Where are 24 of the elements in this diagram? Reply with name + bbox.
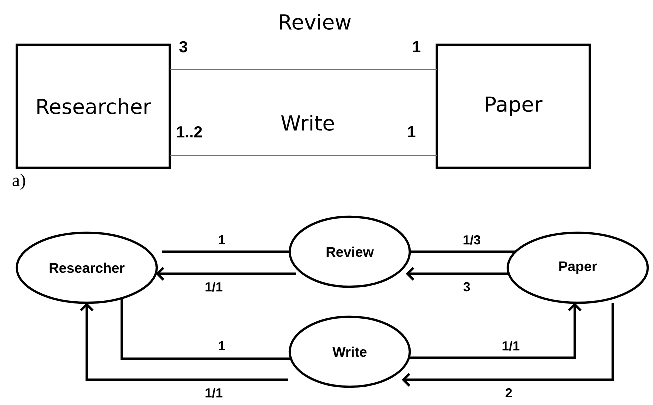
connector — [120, 298, 292, 360]
entity-box: Paper — [436, 44, 592, 170]
edge-label: 1 — [217, 340, 227, 352]
connector — [156, 267, 296, 281]
edge-label: Review — [277, 13, 353, 31]
edge-label: 1/1 — [501, 340, 521, 352]
multiplicity-label: 3 — [180, 41, 188, 53]
edge-label: 3 — [462, 281, 472, 293]
multiplicity-label: 1 — [413, 42, 421, 52]
edge-label: Write — [280, 114, 336, 132]
connector — [402, 303, 614, 387]
edge-label: 1/1 — [204, 387, 224, 399]
panel-label: a) — [12, 174, 26, 190]
edge-label: 1/1 — [204, 281, 224, 293]
connector — [410, 250, 516, 254]
edge-label: 1 — [217, 234, 227, 246]
connector — [80, 303, 288, 382]
entity-box: Researcher — [16, 44, 172, 170]
connector — [406, 267, 510, 281]
connector — [162, 250, 290, 254]
edge-label: 1/3 — [462, 234, 482, 246]
multiplicity-label: 1 — [408, 126, 416, 138]
connector — [409, 302, 582, 360]
edge-label: 2 — [504, 388, 514, 399]
